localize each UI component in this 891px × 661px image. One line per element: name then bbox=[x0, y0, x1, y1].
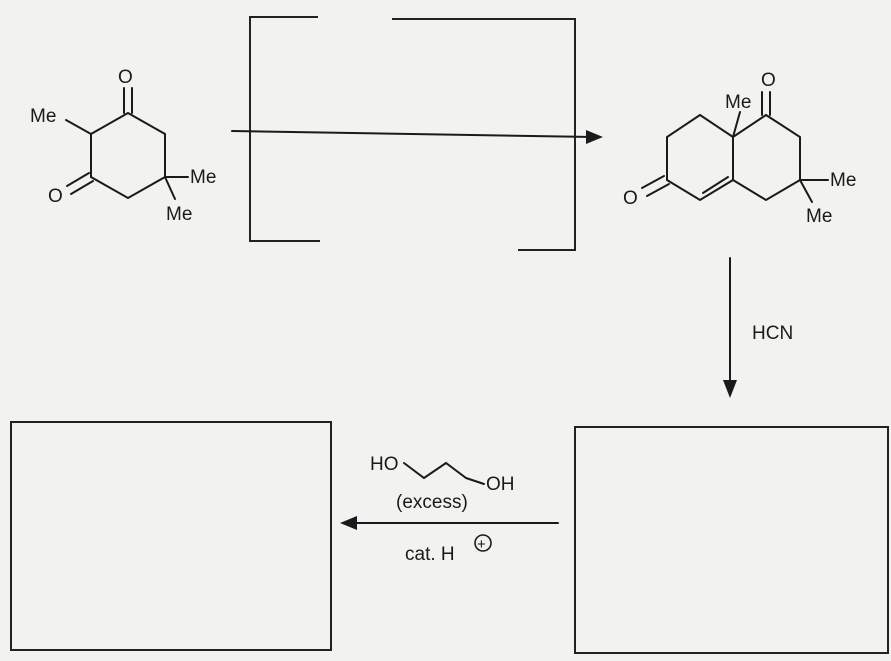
box-step2-product[interactable] bbox=[574, 426, 889, 654]
bracket-right bbox=[392, 18, 576, 251]
step3-diol-chain bbox=[403, 461, 467, 480]
step1-bracket bbox=[249, 16, 576, 251]
step2-reagent-label: HCN bbox=[752, 323, 793, 344]
prod-ring-left bbox=[666, 113, 734, 202]
step3-diol-label-left: HO bbox=[370, 454, 399, 475]
step2-arrow: HCN bbox=[723, 257, 793, 398]
prod-angular-methyl-bond bbox=[732, 111, 741, 138]
prod-label-oxygen-enone: O bbox=[623, 188, 638, 209]
starting-material: O O Me Me Me bbox=[30, 67, 216, 225]
step3-arrow: HO OH (excess) cat. H + bbox=[340, 454, 559, 565]
prod-carbonyl-enone-2 bbox=[646, 183, 670, 197]
step3-diol-bond-oh bbox=[465, 477, 485, 485]
sm-label-methyl-gem-a: Me bbox=[190, 167, 216, 188]
sm-label-methyl-gem-b: Me bbox=[166, 204, 192, 225]
sm-gem-bond-b bbox=[164, 176, 176, 200]
sm-label-oxygen-top: O bbox=[118, 67, 133, 88]
box-step3-product[interactable] bbox=[10, 421, 332, 651]
prod-carbonyl-enone bbox=[641, 175, 665, 189]
prod-ring-right bbox=[732, 113, 801, 202]
step3-catalyst-label: cat. H bbox=[405, 544, 455, 565]
sm-label-oxygen-bottom: O bbox=[48, 186, 63, 207]
prod-label-methyl-angular: Me bbox=[725, 92, 751, 113]
prod-ring-alkene bbox=[702, 176, 729, 194]
bracket-left bbox=[249, 16, 320, 242]
sm-label-methyl-left: Me bbox=[30, 106, 56, 127]
sm-ring bbox=[90, 112, 166, 200]
proton-charge-icon: + bbox=[474, 534, 492, 553]
step1-arrow bbox=[231, 130, 603, 144]
step1-arrow-head bbox=[586, 130, 603, 144]
prod-label-methyl-gem-a: Me bbox=[830, 170, 856, 191]
step1-arrow-shaft bbox=[231, 130, 594, 138]
sm-methyl-left-bond bbox=[65, 119, 92, 135]
step2-arrow-head bbox=[723, 380, 737, 398]
step3-arrow-head bbox=[340, 516, 357, 530]
sm-carbonyl-bottom bbox=[66, 172, 90, 187]
step3-condition-label: (excess) bbox=[396, 492, 468, 513]
proton-charge-symbol: + bbox=[477, 536, 486, 553]
enone-product: O Me O Me Me bbox=[623, 70, 856, 227]
sm-carbonyl-bottom-2 bbox=[70, 180, 94, 195]
prod-label-oxygen-ketone: O bbox=[761, 70, 776, 91]
prod-label-methyl-gem-b: Me bbox=[806, 206, 832, 227]
prod-gem-bond-b bbox=[799, 179, 813, 203]
step3-diol-label-right: OH bbox=[486, 474, 515, 495]
